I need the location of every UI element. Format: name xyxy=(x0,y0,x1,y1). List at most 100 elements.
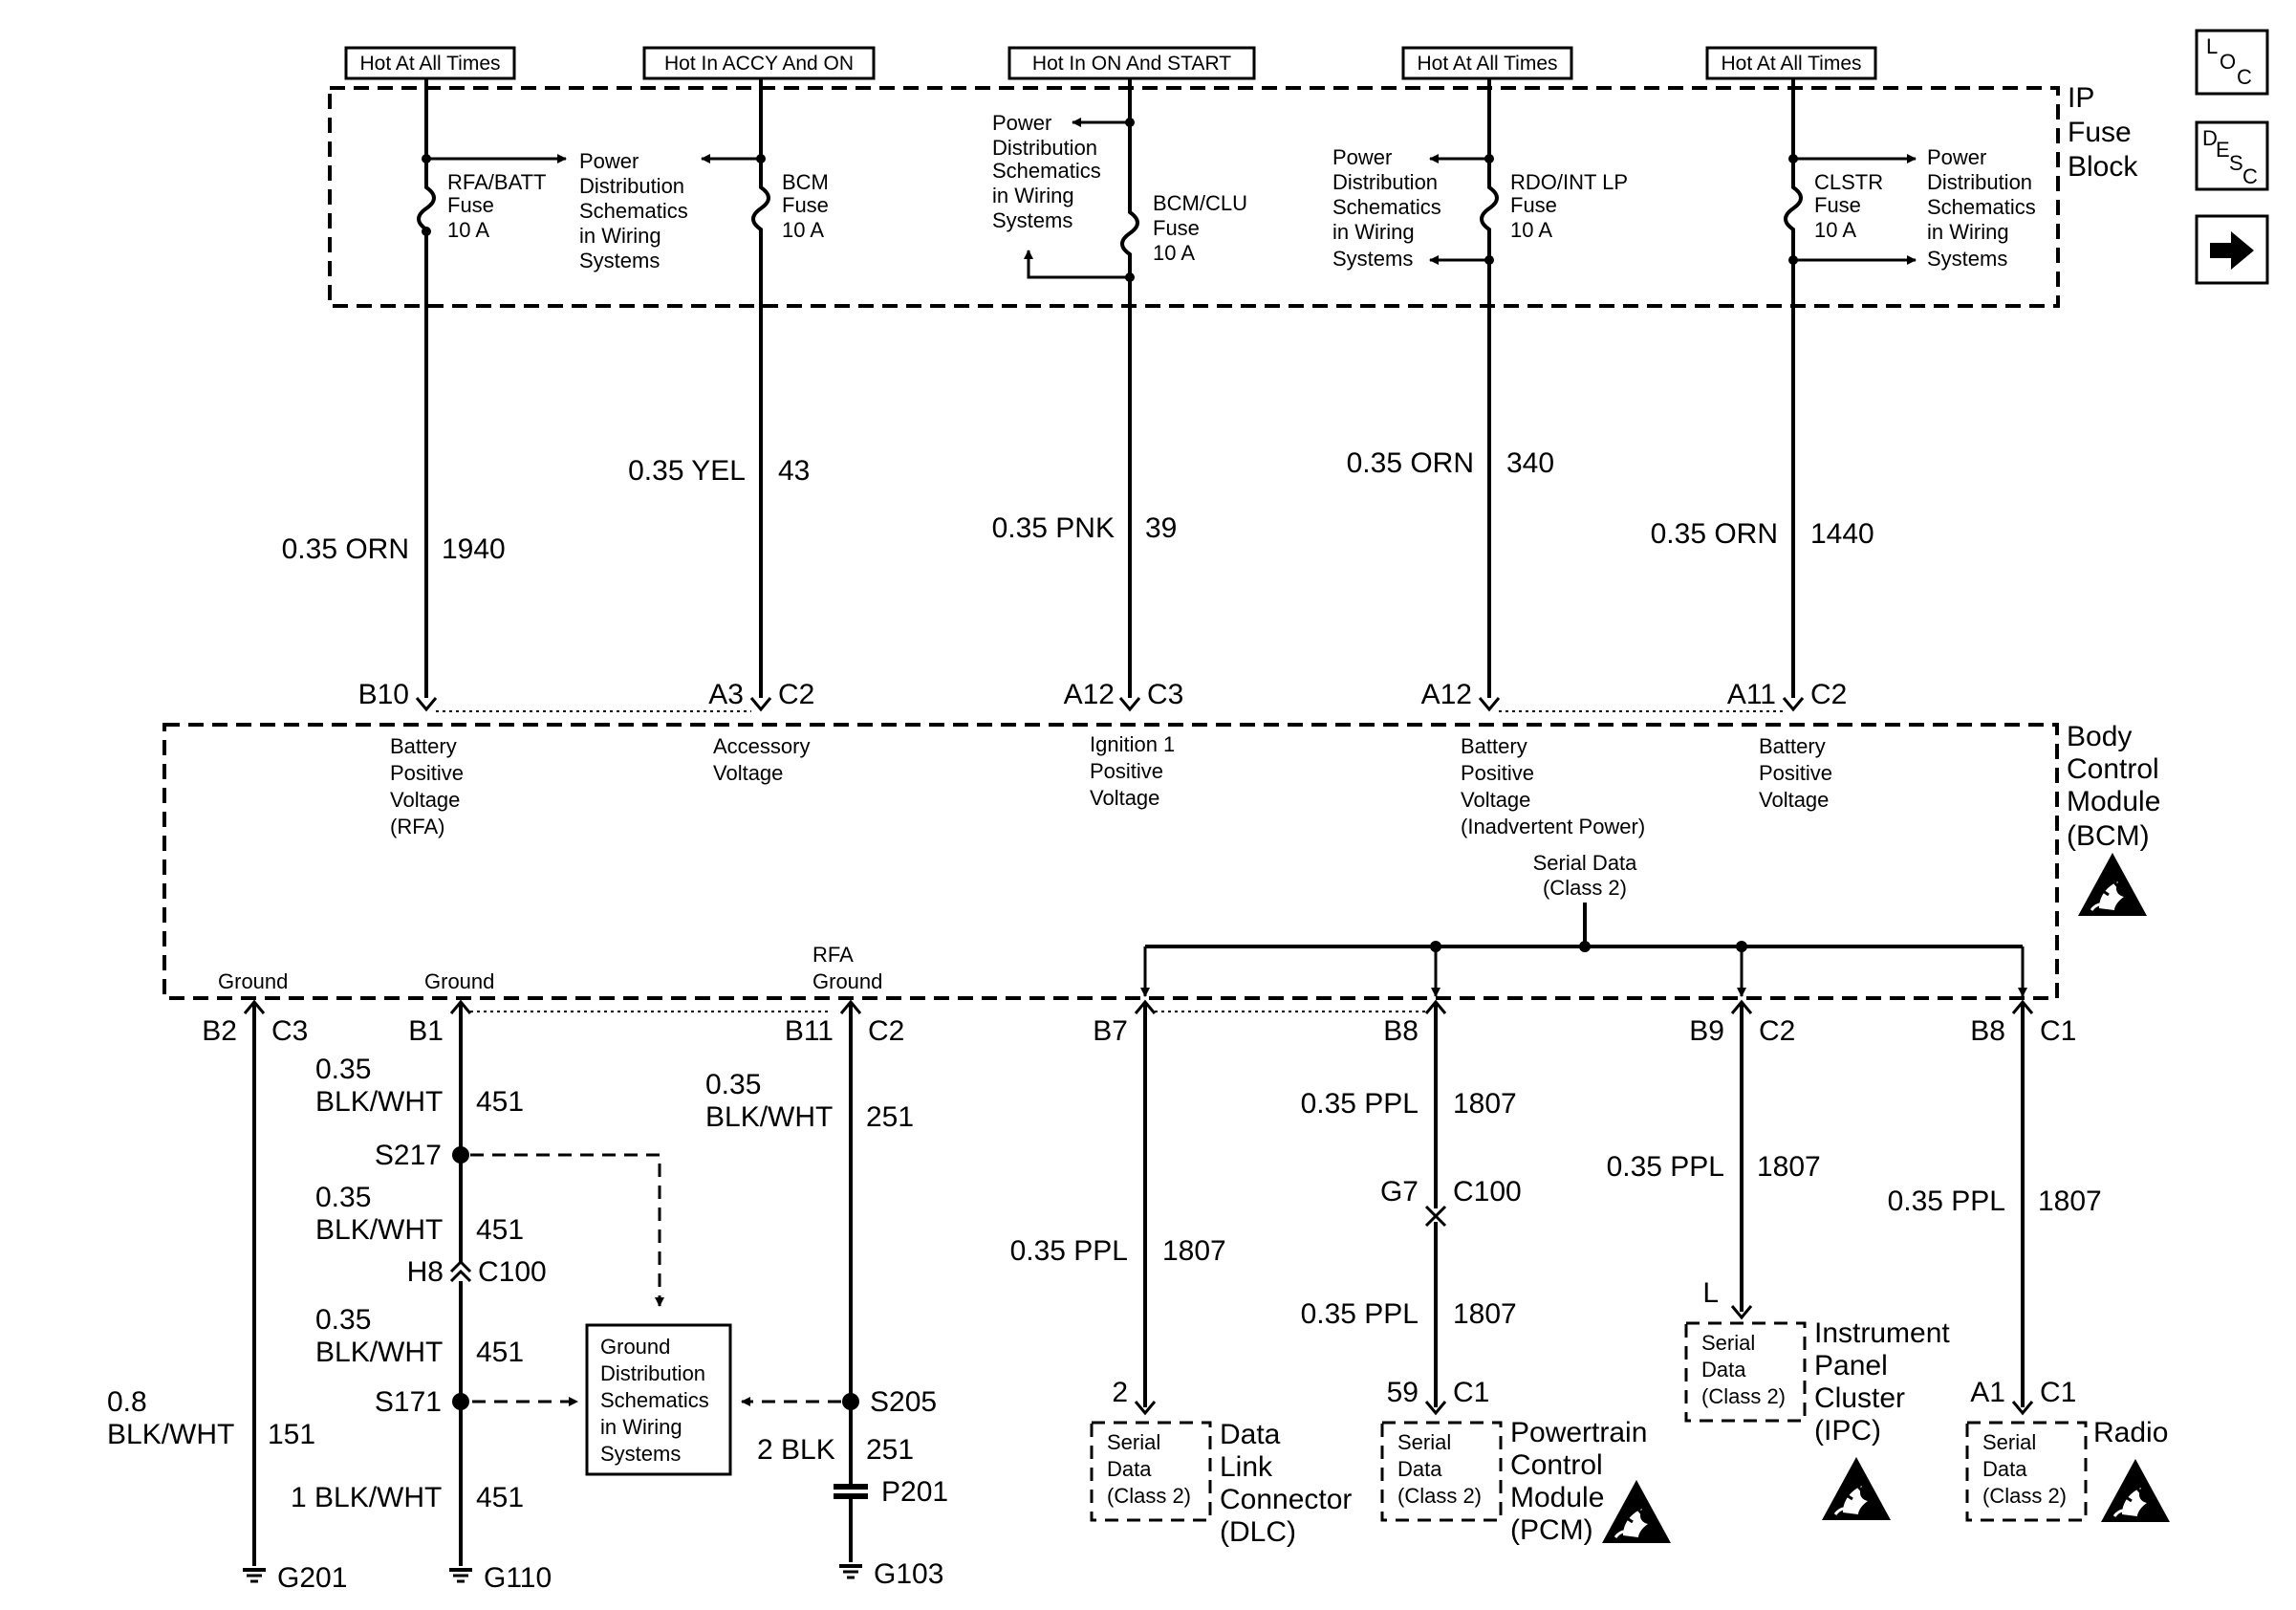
ground-g201: G201 xyxy=(277,1562,347,1594)
svg-text:D: D xyxy=(2202,126,2218,150)
wire-gauge-151: 0.8 xyxy=(107,1386,147,1418)
svg-text:Schematics: Schematics xyxy=(1927,195,2036,219)
svg-text:Positive: Positive xyxy=(1461,761,1534,785)
circuit-number-43: 43 xyxy=(778,455,810,487)
pin-g7: G7 xyxy=(1380,1176,1419,1208)
splice-s205: S205 xyxy=(870,1386,937,1418)
serial-data-bus xyxy=(1140,903,2027,997)
wire-color-1807-radio: 0.35 PPL xyxy=(1888,1186,2005,1217)
fuse-rfa-rating: 10 A xyxy=(447,218,489,242)
connector-c2-g: C2 xyxy=(868,1015,904,1047)
svg-text:Systems: Systems xyxy=(992,208,1072,232)
wire-gauge-451-b: 0.35 xyxy=(315,1182,371,1213)
wire-gauge-451-a: 0.35 xyxy=(315,1054,371,1085)
pin-b2: B2 xyxy=(202,1015,237,1047)
connector-c3-g: C3 xyxy=(271,1015,308,1047)
ground-distribution-ref-box[interactable] xyxy=(585,1323,732,1476)
wire-color-1940: 0.35 ORN xyxy=(282,533,409,565)
ipc-esd-icon xyxy=(1820,1455,1893,1522)
fuse-block-label-3: Block xyxy=(2068,151,2138,183)
svg-text:(Class 2): (Class 2) xyxy=(1397,1484,1482,1508)
splice-s171: S171 xyxy=(375,1386,442,1418)
svg-text:Voltage: Voltage xyxy=(713,761,783,785)
svg-text:Distribution: Distribution xyxy=(992,136,1097,160)
svg-text:in Wiring: in Wiring xyxy=(1927,220,2009,244)
svg-text:in Wiring: in Wiring xyxy=(1332,220,1415,244)
svg-text:Positive: Positive xyxy=(1759,761,1832,785)
wire-color-451-c: BLK/WHT xyxy=(315,1337,443,1368)
bcm-input-desc-3: Ignition 1 xyxy=(1090,732,1175,756)
svg-text:Hot At All Times: Hot At All Times xyxy=(1417,53,1557,75)
desc-button[interactable]: D E S C xyxy=(2195,120,2269,191)
circuit-number-1440: 1440 xyxy=(1810,518,1874,550)
ipc-name-2: Panel xyxy=(1814,1350,1888,1382)
wire-color-39: 0.35 PNK xyxy=(992,512,1115,544)
fuse-rdo-name: RDO/INT LP xyxy=(1510,170,1628,194)
svg-text:Voltage: Voltage xyxy=(1461,788,1530,812)
svg-text:Systems: Systems xyxy=(600,1442,681,1466)
pin-a12: A12 xyxy=(1421,679,1472,710)
fuse-bcm-clu-name: BCM/CLU xyxy=(1153,191,1247,215)
wire-color-451-d: 1 BLK/WHT xyxy=(291,1482,442,1513)
ground-dist-refs xyxy=(470,1153,841,1406)
circuit-number-1807-pcm-a: 1807 xyxy=(1453,1088,1517,1120)
svg-text:Schematics: Schematics xyxy=(1332,195,1441,219)
svg-text:Data: Data xyxy=(1982,1457,2027,1481)
pin-b8-pcm: B8 xyxy=(1383,1015,1419,1047)
pin-b11: B11 xyxy=(785,1015,834,1047)
circuit-bcm xyxy=(701,78,770,698)
rfa-ground-label-2: Ground xyxy=(812,969,882,993)
right-arrow-icon xyxy=(2210,231,2254,270)
hot-label-1: Hot At All Times xyxy=(344,46,516,80)
dlc-name-3: Connector xyxy=(1220,1484,1352,1515)
svg-text:Distribution: Distribution xyxy=(600,1361,705,1385)
wire-color-451-a: BLK/WHT xyxy=(315,1086,443,1118)
wire-color-1807-pcm-b: 0.35 PPL xyxy=(1301,1298,1419,1330)
pin-dlc-2: 2 xyxy=(1112,1377,1128,1408)
svg-text:Voltage: Voltage xyxy=(390,788,460,812)
svg-text:Distribution: Distribution xyxy=(579,174,684,198)
esd-sensitive-icon xyxy=(2076,851,2149,918)
pcm-serial-box xyxy=(1380,1421,1503,1522)
next-button[interactable] xyxy=(2195,214,2269,285)
dlc-serial-box xyxy=(1090,1421,1212,1522)
wire-color-1807-ipc: 0.35 PPL xyxy=(1607,1151,1724,1183)
dlc-name-1: Data xyxy=(1220,1419,1281,1450)
svg-text:C: C xyxy=(2237,65,2252,89)
svg-text:(Class 2): (Class 2) xyxy=(1543,876,1627,900)
ground-circuit-451 xyxy=(447,999,474,1583)
wire-gauge-451-c: 0.35 xyxy=(315,1304,371,1336)
hot-label-3: Hot In ON And START xyxy=(1007,46,1256,80)
pin-radio-a1: A1 xyxy=(1970,1377,2005,1408)
wire-color-251-b: 2 BLK xyxy=(757,1434,835,1466)
svg-text:Fuse: Fuse xyxy=(1814,193,1861,217)
svg-text:Voltage: Voltage xyxy=(1759,788,1829,812)
svg-text:Distribution: Distribution xyxy=(1927,170,2032,194)
hot-label-4: Hot At All Times xyxy=(1401,46,1573,80)
svg-text:Systems: Systems xyxy=(579,249,660,272)
svg-text:Fuse: Fuse xyxy=(1510,193,1557,217)
svg-text:E: E xyxy=(2216,138,2230,162)
wire-color-451-b: BLK/WHT xyxy=(315,1214,443,1246)
connector-c100-a: C100 xyxy=(478,1256,547,1288)
pd-ref-4: Power xyxy=(1332,145,1392,169)
circuit-number-1807-ipc: 1807 xyxy=(1757,1151,1821,1183)
circuit-number-1807-dlc: 1807 xyxy=(1162,1235,1226,1267)
loc-button[interactable]: L O C xyxy=(2195,29,2269,96)
circuit-number-451-b: 451 xyxy=(476,1214,524,1246)
connector-c2-b: C2 xyxy=(1810,679,1847,710)
pin-a11: A11 xyxy=(1727,679,1776,710)
svg-text:Hot At All Times: Hot At All Times xyxy=(359,53,500,75)
hot-label-2: Hot In ACCY And ON xyxy=(642,46,876,80)
svg-text:Schematics: Schematics xyxy=(579,199,688,223)
svg-text:10 A: 10 A xyxy=(782,218,824,242)
svg-text:Systems: Systems xyxy=(1927,247,2007,271)
svg-text:Hot In ON And START: Hot In ON And START xyxy=(1032,53,1231,75)
svg-text:O: O xyxy=(2220,50,2236,74)
pcm-name-3: Module xyxy=(1510,1482,1604,1513)
ground-label-2: Ground xyxy=(424,969,494,993)
svg-text:(RFA): (RFA) xyxy=(390,815,444,838)
svg-text:Serial: Serial xyxy=(1397,1430,1451,1454)
ground-g110: G110 xyxy=(484,1562,552,1594)
